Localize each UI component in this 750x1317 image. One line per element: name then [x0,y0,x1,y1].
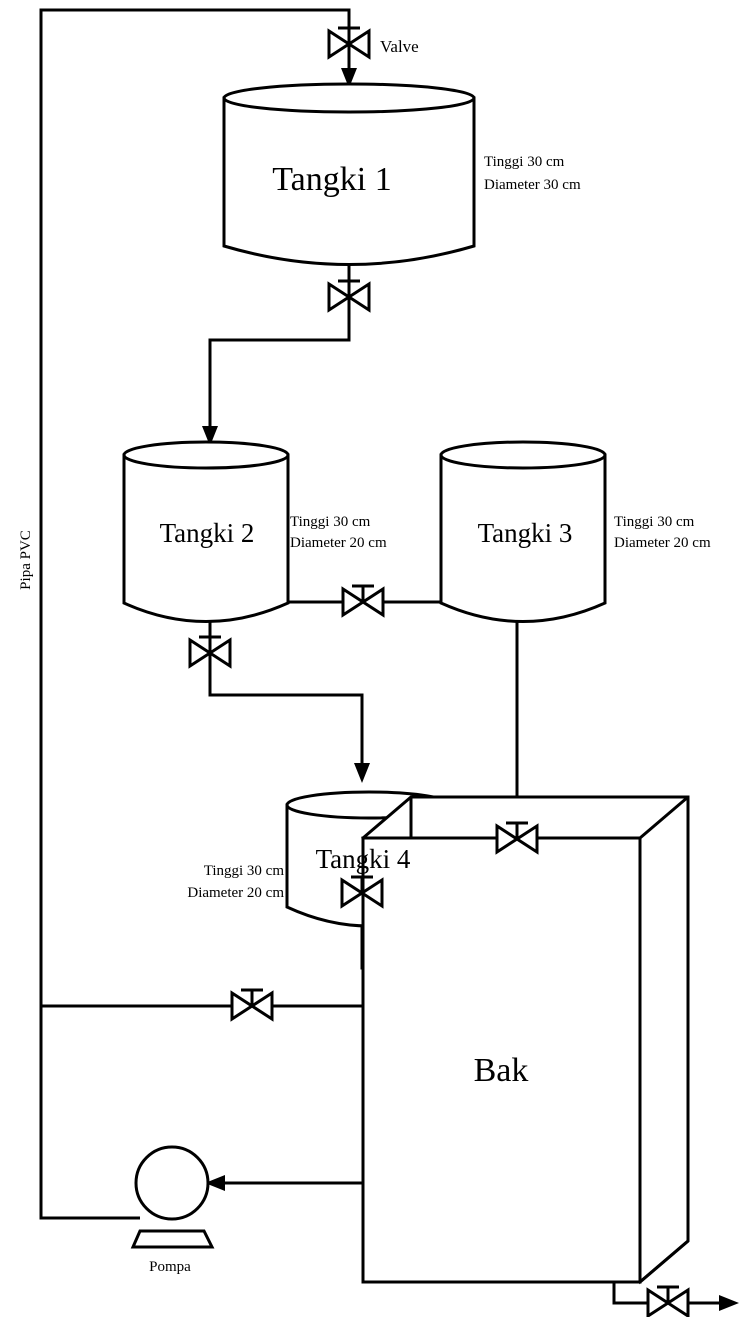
tank-1-height: Tinggi 30 cm [484,154,565,170]
valve-drain[interactable] [646,1285,690,1317]
tank-4-diameter: Diameter 20 cm [187,885,284,901]
pipe-label: Pipa PVC [18,530,34,590]
bak-reservoir [361,795,690,1285]
tank-1-title: Tangki 1 [272,161,391,198]
valve-bypass[interactable] [230,988,274,1021]
tank-2-height: Tinggi 30 cm [290,514,371,530]
tank-3-title: Tangki 3 [478,518,573,548]
valve-label: Valve [380,37,419,56]
pipe-tank2-to-tank4 [208,620,364,765]
pump-label: Pompa [149,1259,191,1275]
tank-1-diameter: Diameter 30 cm [484,177,581,193]
pump [130,1145,215,1249]
arrow-into-pump [205,1175,225,1191]
tank-3 [439,440,607,623]
tank-1 [222,82,476,266]
tank-2 [122,440,290,623]
arrow-into-tank1 [341,68,357,88]
tank-2-diameter: Diameter 20 cm [290,535,387,551]
arrow-into-tank4 [354,763,370,783]
pipe-tank1-to-tank2 [208,262,351,428]
arrow-drain-out [719,1295,739,1311]
tank-4-title: Tangki 4 [316,844,411,874]
tank-3-diameter: Diameter 20 cm [614,535,711,551]
tank-3-height: Tinggi 30 cm [614,514,695,530]
valve-tank2-tank3[interactable] [341,584,385,617]
tank-2-title: Tangki 2 [160,518,255,548]
bak-label: Bak [474,1052,529,1089]
tank-4-height: Tinggi 30 cm [204,863,285,879]
arrow-into-tank2 [202,426,218,446]
